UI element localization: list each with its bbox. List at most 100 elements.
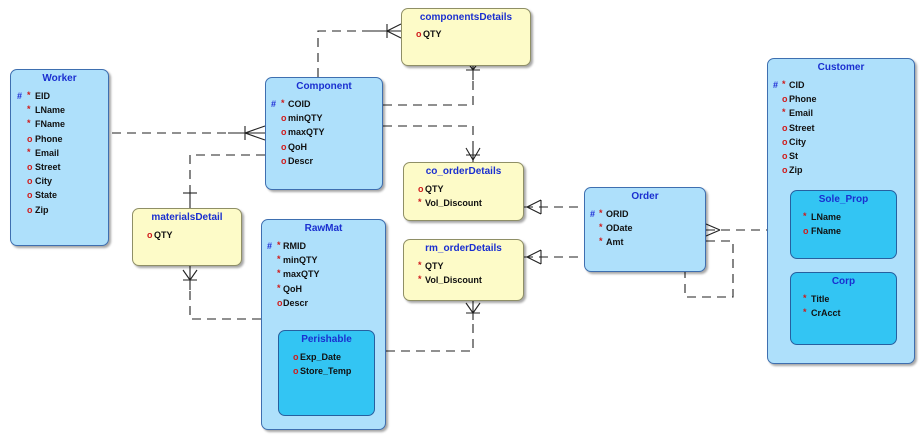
attribute-row: *LName xyxy=(791,210,896,224)
mandatory-marker: * xyxy=(277,268,281,279)
attribute-row: *Title xyxy=(791,292,896,306)
attribute-row: *LName xyxy=(11,103,108,117)
attribute-row: #*COID xyxy=(266,97,382,111)
attribute-name: QTY xyxy=(154,230,173,240)
optional-marker: o xyxy=(782,122,788,133)
mandatory-marker: * xyxy=(277,282,281,293)
attribute-row: *QTY xyxy=(404,259,523,273)
crowsfoot-componentsdetails-left xyxy=(386,23,402,39)
attribute-row: *FName xyxy=(11,117,108,131)
mandatory-marker: * xyxy=(782,107,786,118)
subtype-corp[interactable]: Corp *Title* CrAcct xyxy=(790,272,897,345)
attribute-name: Phone xyxy=(789,94,817,105)
attribute-name: Vol_Discount xyxy=(425,198,482,209)
entity-title: Corp xyxy=(831,276,856,287)
attribute-name: Email xyxy=(35,147,60,158)
primary-key-marker: # xyxy=(271,99,277,109)
attribute-name: LName xyxy=(811,212,842,222)
attribute-name: Store_Temp xyxy=(300,366,352,377)
optional-marker: o xyxy=(27,190,33,201)
attribute-name: RMID xyxy=(283,241,306,251)
attribute-row: #*CID xyxy=(768,78,914,92)
attribute-name: ODate xyxy=(606,223,633,234)
mandatory-marker: * xyxy=(599,208,603,218)
crowsfoot-order-right xyxy=(705,223,721,237)
attribute-list: *QTY*Vol_Discount xyxy=(404,259,523,287)
attribute-name: Vol_Discount xyxy=(425,275,482,286)
attribute-list: *Title* CrAcct xyxy=(791,292,896,320)
crowsfoot-materialsdetail-bottom xyxy=(182,269,198,281)
attribute-name: ORID xyxy=(606,209,629,219)
attribute-row: *Amt xyxy=(585,235,705,249)
mandatory-marker: * xyxy=(27,90,31,100)
primary-key-marker: # xyxy=(17,91,23,101)
entity-title: rm_orderDetails xyxy=(425,243,502,254)
line-component-materialsdetail xyxy=(189,154,265,185)
optional-marker: o xyxy=(782,165,788,176)
optional-marker: o xyxy=(281,141,287,152)
entity-title: componentsDetails xyxy=(419,12,513,23)
relationship-rm-order-details[interactable]: rm_orderDetails *QTY*Vol_Discount xyxy=(403,239,524,301)
attribute-row: *QoH xyxy=(262,282,385,296)
line-component-componentsdetails xyxy=(317,30,370,77)
attribute-name: Exp_Date xyxy=(300,352,342,362)
optional-marker: o xyxy=(293,366,299,377)
optional-marker: o xyxy=(293,352,299,362)
mandatory-marker: * xyxy=(27,104,31,115)
attribute-name: Descr xyxy=(283,297,309,308)
attribute-name: CrAcct xyxy=(811,308,841,319)
primary-key-marker: # xyxy=(590,209,596,219)
optional-marker: o xyxy=(782,94,788,105)
attribute-name: QTY xyxy=(425,261,444,271)
line-order-self-loop xyxy=(684,240,734,298)
attribute-name: FName xyxy=(811,226,842,237)
line-rawmat-materialsdetail xyxy=(189,290,261,320)
attribute-name: City xyxy=(35,176,53,187)
attribute-name: Street xyxy=(789,122,815,133)
line-component-componentsdetails-2 xyxy=(383,80,474,106)
optional-marker: o xyxy=(27,133,33,144)
attribute-name: Phone xyxy=(35,133,63,144)
mandatory-marker: * xyxy=(599,236,603,247)
entity-order[interactable]: Order #*ORID*ODate*Amt xyxy=(584,187,706,272)
crowsfoot-rmorder-bottom xyxy=(465,302,481,314)
crowsfoot-component xyxy=(244,125,266,141)
mandatory-marker: * xyxy=(281,98,285,108)
mandatory-marker: * xyxy=(599,222,603,233)
attribute-name: QTY xyxy=(423,29,442,39)
optional-marker: o xyxy=(27,176,33,187)
attribute-name: EID xyxy=(35,91,51,101)
mandatory-marker: * xyxy=(803,293,807,303)
optional-marker: o xyxy=(281,127,287,138)
attribute-row: # * EID xyxy=(11,89,108,103)
attribute-name: City xyxy=(789,136,807,147)
attribute-row: *ODate xyxy=(585,221,705,235)
attribute-row: *Email xyxy=(768,106,914,120)
